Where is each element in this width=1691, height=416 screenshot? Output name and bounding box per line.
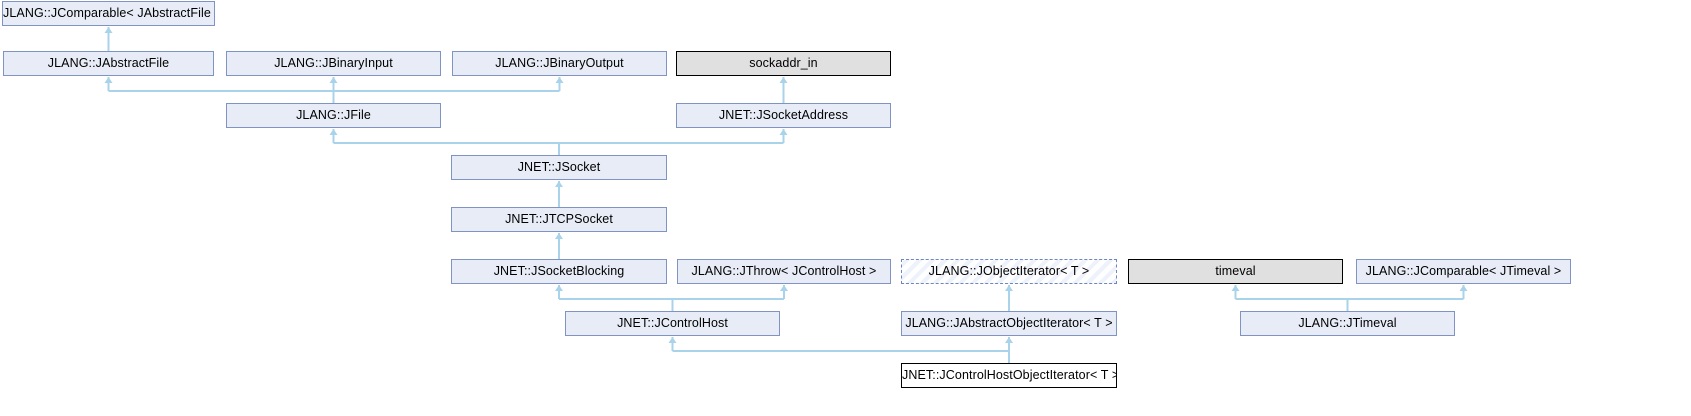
class-node-jsocketblocking[interactable]: JNET::JSocketBlocking	[451, 259, 667, 284]
class-node-jcomparable_jtimeval[interactable]: JLANG::JComparable< JTimeval >	[1356, 259, 1571, 284]
class-node-jcontrolhostobjectiterator_t[interactable]: JNET::JControlHostObjectIterator< T >	[901, 363, 1117, 388]
class-node-jabstractfile[interactable]: JLANG::JAbstractFile	[3, 51, 214, 76]
class-node-jcontrolhost[interactable]: JNET::JControlHost	[565, 311, 780, 336]
class-node-jbinaryinput[interactable]: JLANG::JBinaryInput	[226, 51, 441, 76]
class-node-jcomparable_jabstractfile[interactable]: JLANG::JComparable< JAbstractFile >	[2, 1, 215, 26]
class-node-jtimeval[interactable]: JLANG::JTimeval	[1240, 311, 1455, 336]
class-node-jsocket[interactable]: JNET::JSocket	[451, 155, 667, 180]
class-node-timeval[interactable]: timeval	[1128, 259, 1343, 284]
class-node-jtcpsocket[interactable]: JNET::JTCPSocket	[451, 207, 667, 232]
class-node-jsocketaddress[interactable]: JNET::JSocketAddress	[676, 103, 891, 128]
class-node-jobjectiterator_t[interactable]: JLANG::JObjectIterator< T >	[901, 259, 1117, 284]
class-node-jabstractobjectiterator_t[interactable]: JLANG::JAbstractObjectIterator< T >	[901, 311, 1117, 336]
class-node-jbinaryoutput[interactable]: JLANG::JBinaryOutput	[452, 51, 667, 76]
class-node-jfile[interactable]: JLANG::JFile	[226, 103, 441, 128]
class-node-jthrow_jcontrolhost[interactable]: JLANG::JThrow< JControlHost >	[677, 259, 891, 284]
class-node-sockaddr_in[interactable]: sockaddr_in	[676, 51, 891, 76]
